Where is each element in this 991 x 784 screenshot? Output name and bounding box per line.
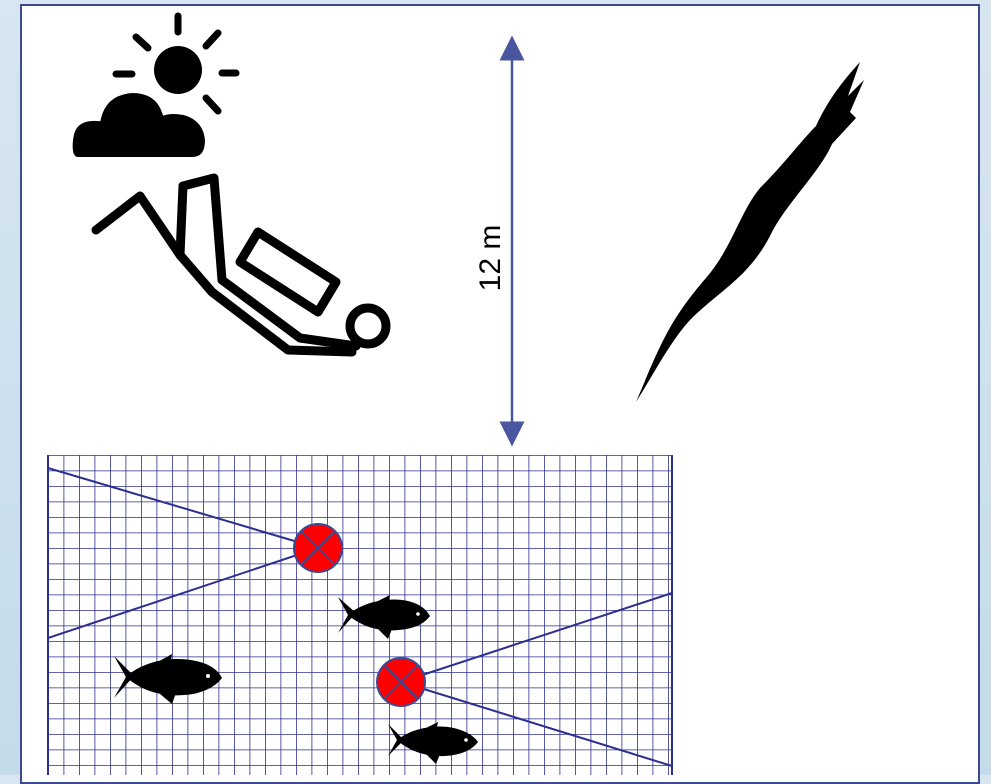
- bird-silhouette-icon: [636, 62, 864, 402]
- view-cone-right: [400, 592, 673, 767]
- scuba-diver-icon: [91, 173, 391, 357]
- red-marker-icon: [293, 523, 343, 573]
- sun-cloud-icon: [66, 12, 240, 163]
- fish-icon: [388, 722, 478, 764]
- depth-label: 12 m: [474, 225, 507, 292]
- view-cone-left: [47, 467, 319, 639]
- red-marker-icon: [376, 657, 426, 707]
- fish-icon: [338, 595, 430, 639]
- fish-icon: [114, 654, 222, 704]
